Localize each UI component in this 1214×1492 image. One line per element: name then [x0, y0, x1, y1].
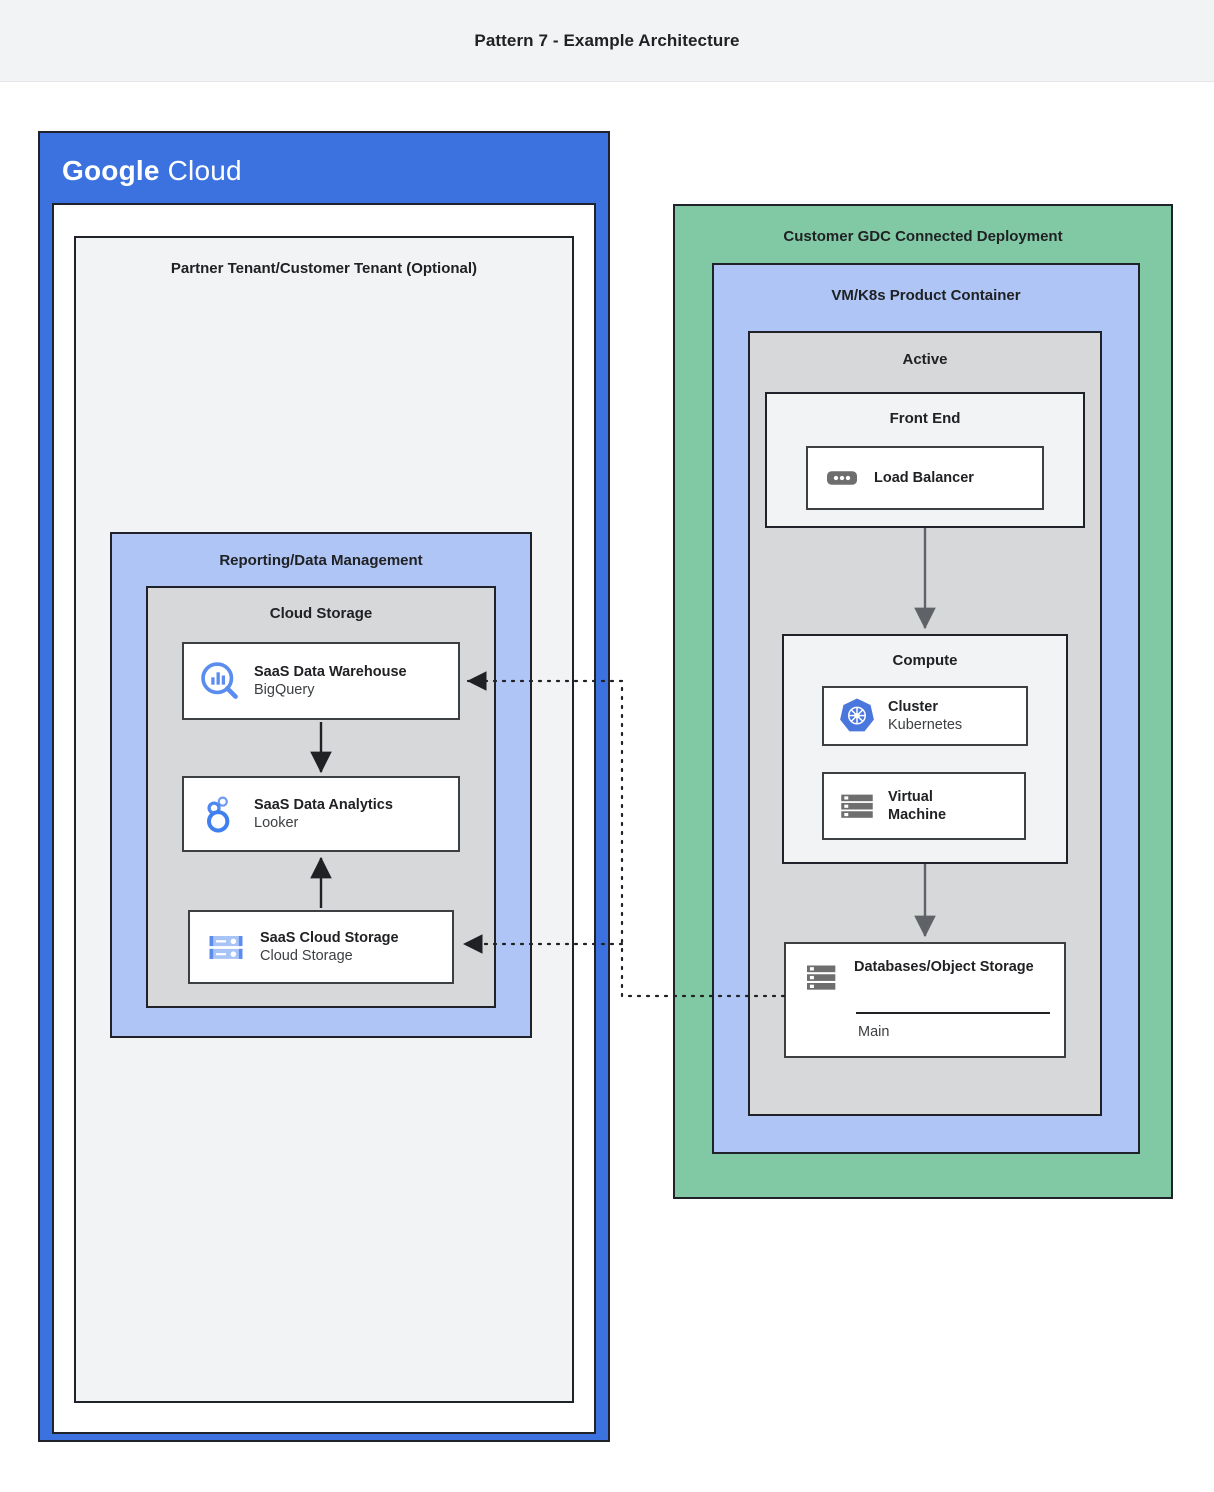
front-end-title: Front End: [889, 410, 961, 427]
kubernetes-icon: [836, 695, 878, 737]
card-text: SaaS Data Warehouse BigQuery: [254, 663, 407, 699]
reporting-title: Reporting/Data Management: [219, 552, 423, 569]
customer-gdc-title: Customer GDC Connected Deployment: [783, 228, 1063, 245]
logo-google-text: Google: [62, 155, 160, 186]
card-title-line2: Machine: [888, 807, 947, 823]
card-text: SaaS Cloud Storage Cloud Storage: [260, 929, 399, 965]
virtual-machine-icon: [836, 785, 878, 827]
database-instance-label: Main: [858, 1024, 890, 1040]
google-cloud-logo: Google Cloud: [62, 155, 242, 187]
bigquery-icon: [198, 659, 242, 703]
logo-cloud-text: Cloud: [167, 155, 242, 186]
compute-title: Compute: [892, 652, 958, 669]
card-saas-data-analytics[interactable]: SaaS Data Analytics Looker: [182, 776, 460, 852]
card-title: SaaS Cloud Storage: [260, 929, 399, 946]
card-subtitle: Looker: [254, 815, 299, 831]
database-divider: [856, 1012, 1050, 1014]
card-subtitle: Kubernetes: [888, 717, 963, 733]
card-saas-cloud-storage[interactable]: SaaS Cloud Storage Cloud Storage: [188, 910, 454, 984]
cloud-storage-group-title: Cloud Storage: [269, 605, 373, 622]
looker-icon: [198, 792, 242, 836]
card-load-balancer[interactable]: Load Balancer: [806, 446, 1044, 510]
card-title: SaaS Data Warehouse: [254, 663, 407, 680]
card-databases-object-storage[interactable]: Databases/Object Storage Main: [784, 942, 1066, 1058]
page-title: Pattern 7 - Example Architecture: [474, 30, 740, 50]
vm-k8s-title: VM/K8s Product Container: [831, 287, 1021, 304]
card-title: Virtual: [888, 788, 933, 805]
active-title: Active: [902, 351, 948, 368]
card-title: Cluster: [888, 698, 938, 715]
card-text: Cluster Kubernetes: [888, 698, 962, 734]
load-balancer-icon: [824, 460, 860, 496]
card-text: SaaS Data Analytics Looker: [254, 796, 393, 832]
card-subtitle: BigQuery: [254, 682, 315, 698]
card-text: Virtual Machine: [888, 788, 946, 824]
card-text: Load Balancer: [874, 469, 974, 487]
card-title: SaaS Data Analytics: [254, 796, 393, 813]
database-row: Databases/Object Storage: [786, 944, 1064, 998]
card-virtual-machine[interactable]: Virtual Machine: [822, 772, 1026, 840]
card-title: Load Balancer: [874, 469, 974, 486]
database-icon: [802, 958, 842, 998]
card-cluster[interactable]: Cluster Kubernetes: [822, 686, 1028, 746]
title-bar: Pattern 7 - Example Architecture: [0, 0, 1214, 82]
card-saas-data-warehouse[interactable]: SaaS Data Warehouse BigQuery: [182, 642, 460, 720]
cloud-storage-icon: [204, 925, 248, 969]
partner-tenant-title: Partner Tenant/Customer Tenant (Optional…: [170, 260, 478, 277]
card-subtitle: Cloud Storage: [260, 948, 353, 964]
database-title: Databases/Object Storage: [854, 959, 1034, 975]
